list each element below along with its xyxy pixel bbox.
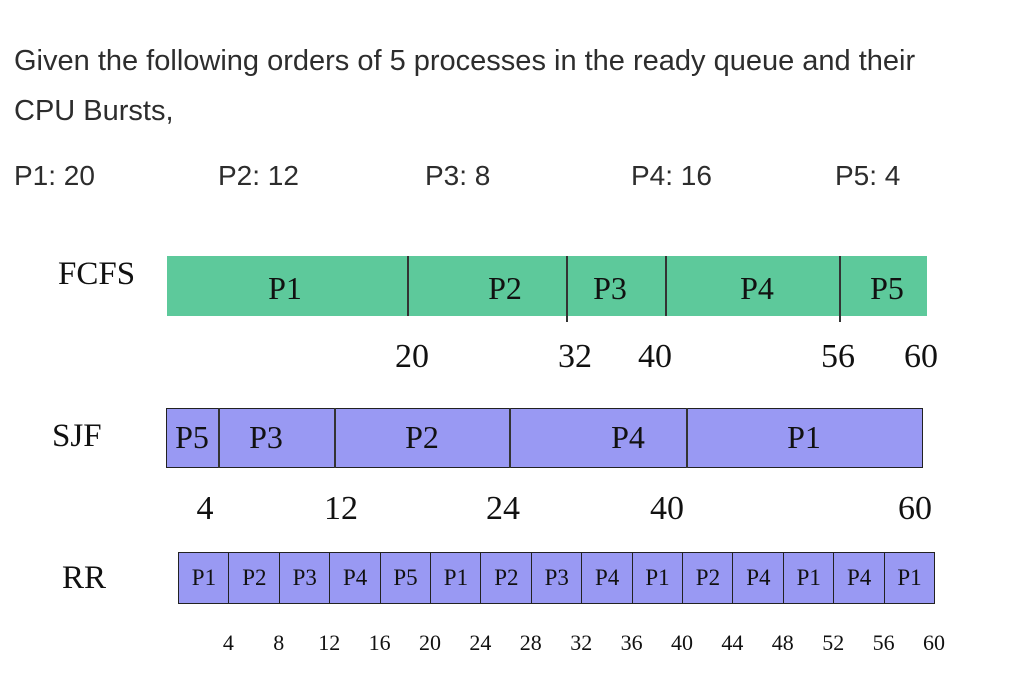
sjf-bar (166, 408, 923, 468)
rr-tick: 36 (620, 630, 643, 655)
rr-tick: 24 (469, 630, 492, 655)
rr-cell: P2 (682, 552, 734, 604)
rr-cell: P2 (480, 552, 533, 604)
burst-p4: P4: 16 (631, 160, 712, 191)
sjf-tick: 4 (196, 490, 214, 527)
fcfs-tick: 40 (638, 338, 672, 375)
rr-tick: 8 (273, 630, 285, 655)
sjf-tick: 60 (898, 490, 932, 527)
fcfs-segment-p4: P4 (740, 270, 774, 306)
sjf-tick: 24 (486, 490, 520, 527)
rr-tick: 4 (222, 630, 234, 655)
rr-cell: P5 (379, 552, 432, 604)
rr-tick: 20 (419, 630, 441, 655)
fcfs-segment-p2: P2 (488, 270, 522, 306)
sjf-segment-p3: P3 (249, 419, 283, 455)
rr-tick: 32 (570, 630, 593, 655)
sjf-divider-24 (509, 408, 511, 468)
rr-tick: 48 (771, 630, 794, 655)
rr-tick: 44 (721, 630, 744, 655)
rr-cell: P4 (732, 552, 785, 604)
rr-cell: P3 (278, 552, 331, 604)
sjf-segment-p1: P1 (787, 419, 821, 455)
fcfs-bar (167, 256, 927, 316)
rr-cell: P1 (430, 552, 482, 604)
fcfs-segment-p1: P1 (268, 270, 302, 306)
fcfs-segment-p3: P3 (593, 270, 627, 306)
rr-tick: 28 (519, 630, 542, 655)
rr-cell: P3 (530, 552, 583, 604)
question-line-2: CPU Bursts, (14, 95, 174, 127)
fcfs-divider-20 (407, 256, 409, 316)
sjf-divider-12 (334, 408, 336, 468)
rr-cell: P4 (833, 552, 886, 604)
fcfs-tick: 56 (821, 338, 855, 375)
sjf-divider-4 (218, 408, 220, 468)
fcfs-divider-40 (665, 256, 667, 316)
burst-p3: P3: 8 (425, 160, 491, 191)
sjf-label: SJF (52, 418, 102, 454)
sjf-segment-p2: P2 (405, 419, 439, 455)
rr-tick: 12 (318, 630, 341, 655)
sjf-tick: 12 (324, 490, 358, 527)
question-text: Given the following orders of 5 processe… (14, 36, 1014, 136)
sjf-tick: 40 (650, 490, 684, 527)
rr-cell: P1 (782, 552, 835, 604)
fcfs-tick: 32 (558, 338, 592, 375)
rr-cell: P1 (631, 552, 684, 604)
question-line-1: Given the following orders of 5 processe… (14, 45, 916, 77)
rr-tick: 52 (822, 630, 845, 655)
fcfs-divider-32 (566, 256, 568, 322)
rr-tick: 16 (368, 630, 391, 655)
rr-cell: P4 (581, 552, 634, 604)
fcfs-divider-56 (839, 256, 841, 322)
fcfs-tick: 20 (395, 338, 429, 375)
rr-cell: P2 (228, 552, 281, 604)
rr-tick: 60 (923, 630, 945, 655)
rr-cell: P4 (329, 552, 382, 604)
fcfs-tick: 60 (904, 338, 938, 375)
fcfs-label: FCFS (58, 256, 136, 292)
rr-tick: 40 (671, 630, 693, 655)
rr-label: RR (62, 560, 107, 596)
burst-p2: P2: 12 (218, 160, 299, 191)
sjf-divider-40 (686, 408, 688, 468)
fcfs-segment-p5: P5 (870, 270, 904, 306)
rr-cell: P1 (883, 552, 936, 604)
rr-tick: 56 (872, 630, 895, 655)
rr-cell: P1 (178, 552, 230, 604)
burst-p1: P1: 20 (14, 160, 95, 191)
sjf-segment-p4: P4 (611, 419, 645, 455)
sjf-segment-p5: P5 (175, 419, 209, 455)
burst-p5: P5: 4 (835, 160, 901, 191)
